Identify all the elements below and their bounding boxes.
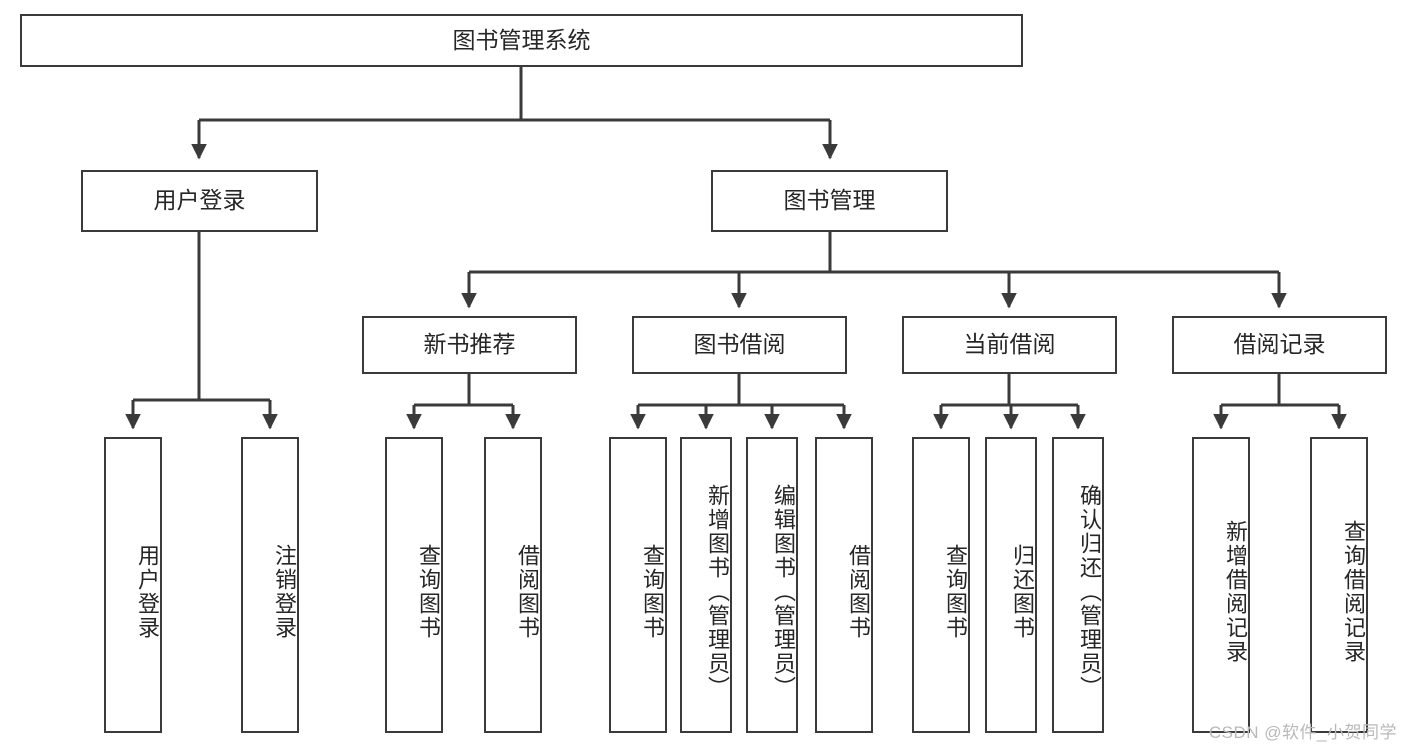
node-root[interactable]: 图书管理系统 [20,14,1023,67]
node-leaf-query-book-bor[interactable]: 查询图书 [609,437,667,733]
node-root-label: 图书管理系统 [452,26,591,53]
node-leaf-query-record[interactable]: 查询借阅记录 [1310,437,1368,733]
node-new-book-rec-label: 新书推荐 [423,331,516,358]
node-user-login[interactable]: 用户登录 [81,170,318,232]
node-leaf-add-book[interactable]: 新增图书（管理员） [680,437,732,733]
node-leaf-borrow-book-bor[interactable]: 借阅图书 [815,437,873,733]
csdn-watermark: CSDN @软件_小贺同学 [1208,723,1397,742]
node-book-borrow[interactable]: 图书借阅 [632,316,847,374]
node-borrow-record[interactable]: 借阅记录 [1172,316,1387,374]
node-leaf-borrow-book-bor-label: 借阅图书 [846,544,871,640]
node-leaf-confirm-return-label: 确认归还（管理员） [1077,484,1102,700]
node-leaf-query-book-cur-label: 查询图书 [943,544,968,640]
node-book-manage[interactable]: 图书管理 [711,170,948,232]
node-leaf-add-record-label: 新增借阅记录 [1223,520,1248,664]
node-new-book-rec[interactable]: 新书推荐 [362,316,577,374]
node-leaf-borrow-book-rec-label: 借阅图书 [515,544,540,640]
node-book-manage-label: 图书管理 [783,187,876,214]
node-leaf-query-record-label: 查询借阅记录 [1341,520,1366,664]
node-user-login-label: 用户登录 [153,187,246,214]
node-leaf-return-book[interactable]: 归还图书 [985,437,1037,733]
node-leaf-query-book-cur[interactable]: 查询图书 [912,437,970,733]
node-leaf-query-book-rec[interactable]: 查询图书 [385,437,443,733]
node-leaf-user-login[interactable]: 用户登录 [104,437,162,733]
node-leaf-edit-book-label: 编辑图书（管理员） [771,484,796,700]
node-leaf-query-book-bor-label: 查询图书 [640,544,665,640]
node-leaf-logout-label: 注销登录 [272,544,297,640]
node-borrow-record-label: 借阅记录 [1233,331,1326,358]
node-leaf-add-record[interactable]: 新增借阅记录 [1192,437,1250,733]
node-leaf-edit-book[interactable]: 编辑图书（管理员） [746,437,798,733]
node-leaf-user-login-label: 用户登录 [135,544,160,640]
node-leaf-logout[interactable]: 注销登录 [241,437,299,733]
node-current-borrow[interactable]: 当前借阅 [902,316,1117,374]
node-leaf-confirm-return[interactable]: 确认归还（管理员） [1052,437,1104,733]
node-book-borrow-label: 图书借阅 [693,331,786,358]
node-leaf-add-book-label: 新增图书（管理员） [705,484,730,700]
node-current-borrow-label: 当前借阅 [963,331,1056,358]
node-leaf-borrow-book-rec[interactable]: 借阅图书 [484,437,542,733]
node-leaf-query-book-rec-label: 查询图书 [416,544,441,640]
node-leaf-return-book-label: 归还图书 [1010,544,1035,640]
